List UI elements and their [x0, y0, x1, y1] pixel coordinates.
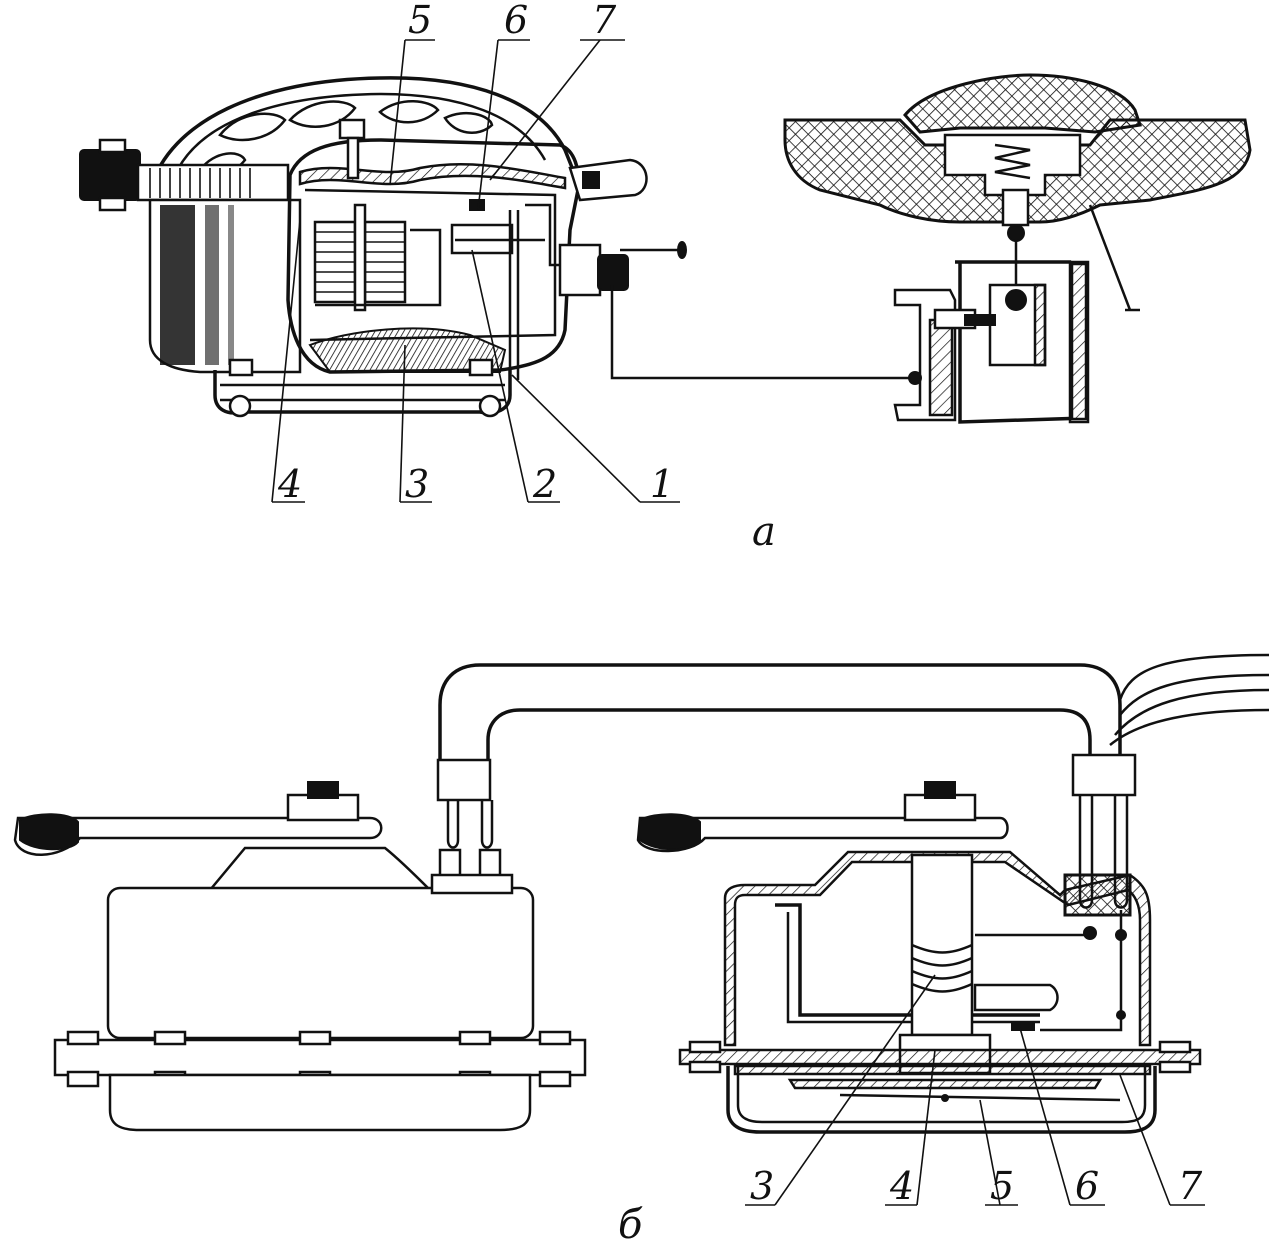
label-a-3: 3: [405, 462, 429, 506]
label-b-7: 7: [1178, 1164, 1203, 1208]
label-a-7: 7: [592, 0, 617, 42]
label-a-1: 1: [650, 462, 674, 506]
horn-exterior-b: [13, 653, 1269, 1132]
label-a-2: 2: [532, 462, 557, 506]
leader-lines-b: [745, 974, 1205, 1206]
leader-lines-a: [271, 39, 680, 503]
label-b-6: 6: [1075, 1164, 1099, 1208]
label-b-5: 5: [990, 1164, 1014, 1208]
caption-a: а: [752, 509, 776, 555]
label-b-4: 4: [889, 1164, 914, 1208]
label-a-4: 4: [277, 462, 302, 506]
label-b-3: 3: [750, 1164, 774, 1208]
horn-button-assembly-a: [610, 73, 1252, 424]
horn-cutaway-b: [636, 753, 1202, 1134]
caption-b: б: [618, 1202, 643, 1244]
label-a-6: 6: [504, 0, 528, 42]
horn-assembly-a: [79, 76, 687, 418]
label-a-5: 5: [408, 0, 432, 42]
